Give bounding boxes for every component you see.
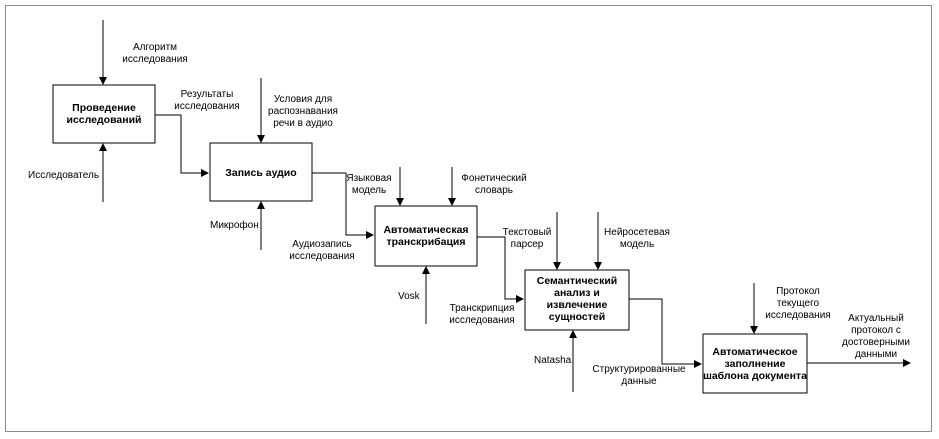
block-audio-recording: Запись аудио <box>209 142 313 202</box>
output-arrow-results <box>155 114 209 177</box>
label-microphone: Микрофон <box>210 219 259 231</box>
output-arrow-structured <box>629 298 702 368</box>
label-vosk: Vosk <box>398 291 421 302</box>
svg-text:Запись аудио: Запись аудио <box>225 167 296 179</box>
diagram-frame <box>5 5 932 432</box>
output-arrow-transcript <box>477 236 524 303</box>
label-natasha: Natasha <box>534 355 572 366</box>
output-arrow-audio-rec <box>312 172 374 239</box>
label-researcher: Исследователь <box>28 170 99 181</box>
